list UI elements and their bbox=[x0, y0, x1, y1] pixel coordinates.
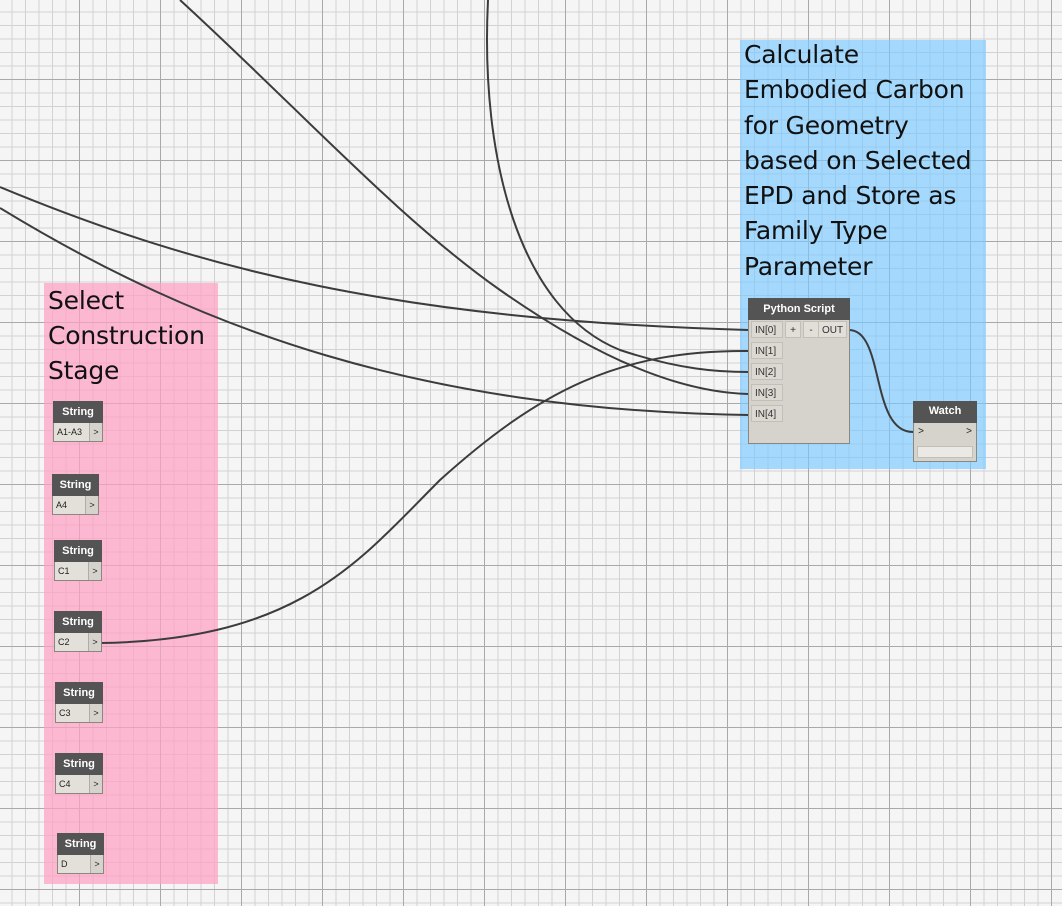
output-port[interactable]: > bbox=[92, 566, 98, 576]
node-header[interactable]: String bbox=[54, 540, 102, 562]
node-body: C1 > bbox=[54, 562, 102, 581]
input-port-4[interactable]: IN[4] bbox=[751, 405, 783, 422]
node-body: C2 > bbox=[54, 633, 102, 652]
watch-display-panel bbox=[917, 446, 973, 458]
node-header[interactable]: String bbox=[52, 474, 99, 496]
string-value-field[interactable]: A1-A3 bbox=[54, 423, 90, 441]
string-node-c1[interactable]: String C1 > bbox=[54, 540, 102, 581]
output-port[interactable]: > bbox=[93, 779, 99, 789]
string-value-field[interactable]: C3 bbox=[56, 704, 90, 722]
output-port[interactable]: > bbox=[94, 859, 100, 869]
node-header[interactable]: Python Script bbox=[748, 298, 850, 320]
group-title: Select Construction Stage bbox=[48, 286, 205, 385]
node-header[interactable]: String bbox=[55, 753, 103, 775]
input-port-2[interactable]: IN[2] bbox=[751, 363, 783, 380]
input-port-0[interactable]: IN[0] bbox=[751, 321, 783, 338]
string-value-field[interactable]: D bbox=[58, 855, 91, 873]
string-value-field[interactable]: A4 bbox=[53, 496, 86, 514]
wire-in2[interactable] bbox=[486, 0, 749, 373]
output-port[interactable]: > bbox=[89, 500, 95, 510]
string-node-a1-a3[interactable]: String A1-A3 > bbox=[53, 401, 103, 442]
node-body: > > bbox=[913, 423, 977, 462]
input-port[interactable]: > bbox=[918, 426, 924, 437]
output-port-out[interactable]: OUT bbox=[818, 321, 847, 338]
group-title: Calculate Embodied Carbon for Geometry b… bbox=[744, 40, 972, 281]
node-body: D > bbox=[57, 855, 104, 874]
node-body: IN[0] IN[1] IN[2] IN[3] IN[4] + - OUT bbox=[748, 320, 850, 444]
wire-in3[interactable] bbox=[179, 0, 749, 395]
string-value-field[interactable]: C1 bbox=[55, 562, 89, 580]
remove-input-button[interactable]: - bbox=[803, 321, 819, 338]
add-input-button[interactable]: + bbox=[785, 321, 801, 338]
node-body: C4 > bbox=[55, 775, 103, 794]
node-header[interactable]: String bbox=[55, 682, 103, 704]
node-body: C3 > bbox=[55, 704, 103, 723]
node-body: A4 > bbox=[52, 496, 99, 515]
python-script-node[interactable]: Python Script IN[0] IN[1] IN[2] IN[3] IN… bbox=[748, 298, 850, 444]
output-port[interactable]: > bbox=[93, 708, 99, 718]
input-port-1[interactable]: IN[1] bbox=[751, 342, 783, 359]
output-port[interactable]: > bbox=[93, 427, 99, 437]
string-value-field[interactable]: C4 bbox=[56, 775, 90, 793]
string-node-c4[interactable]: String C4 > bbox=[55, 753, 103, 794]
string-node-c2[interactable]: String C2 > bbox=[54, 611, 102, 652]
watch-node[interactable]: Watch > > bbox=[913, 401, 977, 462]
string-node-a4[interactable]: String A4 > bbox=[52, 474, 99, 515]
string-node-c3[interactable]: String C3 > bbox=[55, 682, 103, 723]
input-port-3[interactable]: IN[3] bbox=[751, 384, 783, 401]
string-value-field[interactable]: C2 bbox=[55, 633, 89, 651]
node-header[interactable]: String bbox=[54, 611, 102, 633]
node-header[interactable]: String bbox=[57, 833, 104, 855]
node-body: A1-A3 > bbox=[53, 423, 103, 442]
node-header[interactable]: Watch bbox=[913, 401, 977, 423]
node-header[interactable]: String bbox=[53, 401, 103, 423]
string-node-d[interactable]: String D > bbox=[57, 833, 104, 874]
output-port[interactable]: > bbox=[966, 426, 972, 437]
output-port[interactable]: > bbox=[92, 637, 98, 647]
